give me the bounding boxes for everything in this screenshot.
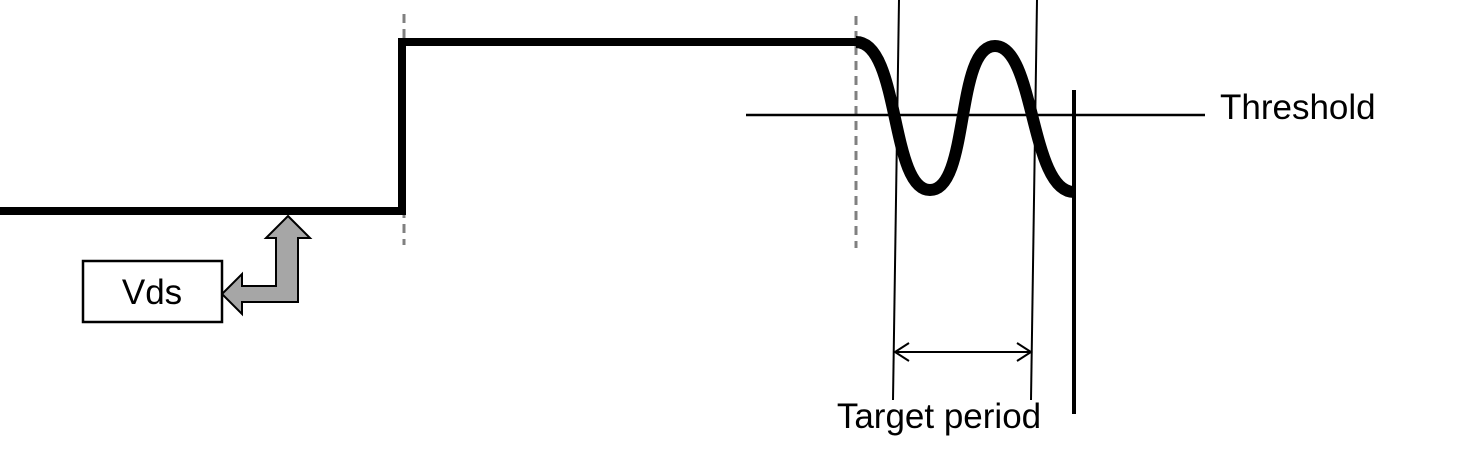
target-period-arrow [893, 342, 1033, 362]
vds-waveform [0, 38, 856, 215]
target-period-label: Target period [837, 397, 1041, 436]
threshold-label: Threshold [1220, 88, 1376, 127]
vds-label-box [81, 259, 224, 324]
ringing-oscillation [854, 36, 1076, 198]
period-marker-left [892, 0, 900, 401]
period-marker-right [1030, 0, 1038, 401]
vds-label: Vds [122, 273, 182, 312]
vds-callout-arrow [220, 214, 313, 317]
